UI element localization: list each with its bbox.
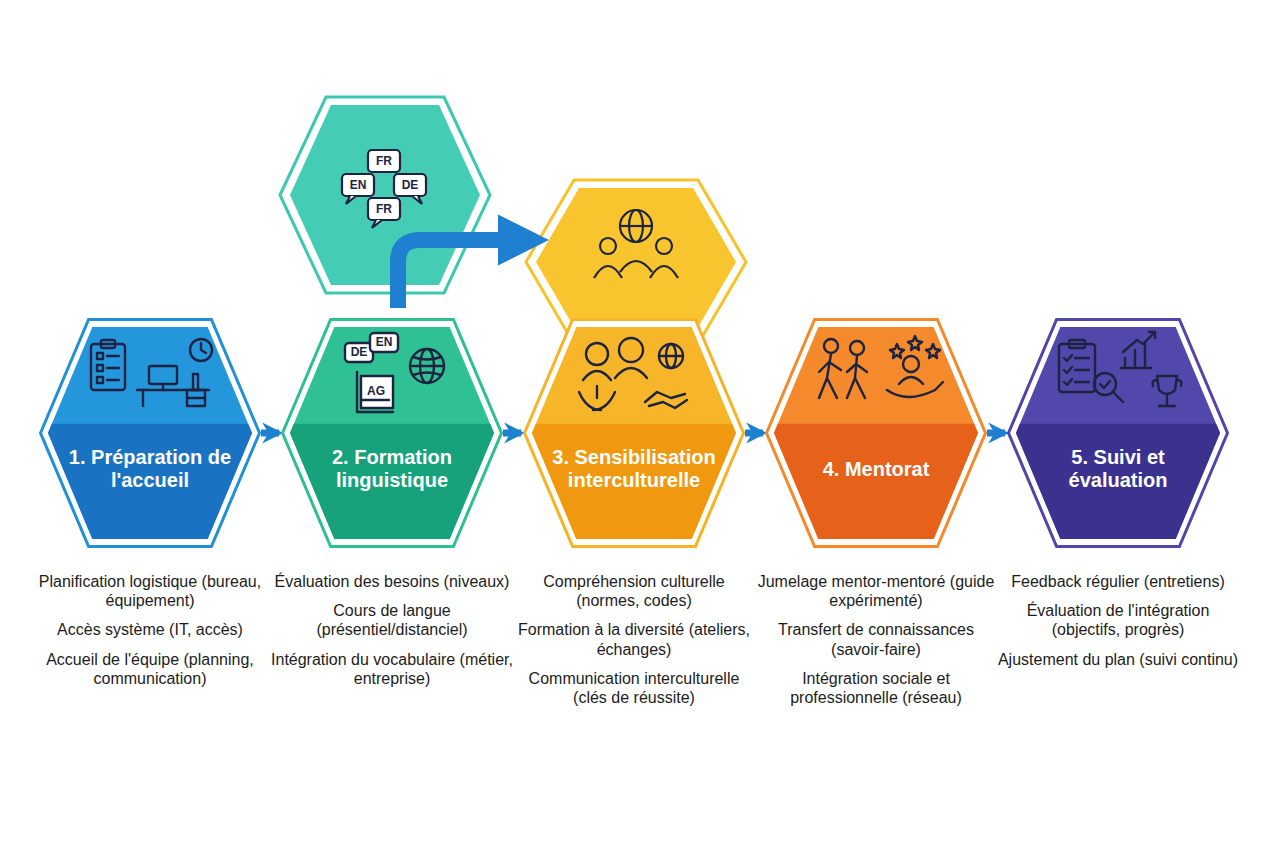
hexagon-outline (39, 318, 261, 548)
step-heading: 2. Formation linguistique (295, 446, 489, 492)
step-icon (1059, 332, 1182, 406)
step-details: Feedback régulier (entretiens) Évaluation… (995, 572, 1241, 679)
step-icon (91, 339, 212, 406)
step-details: Évaluation des besoins (niveaux) Cours de… (269, 572, 515, 698)
language-code: DE (351, 346, 368, 358)
language-code: FR (376, 203, 392, 215)
process-hexagon: 5. Suivi et évaluationFeedback régulier … (1007, 318, 1229, 548)
flow-chevron (503, 430, 521, 437)
step-heading: 1. Préparation de l'accueil (53, 446, 247, 492)
process-hexagon: 2. Formation linguistiqueÉvaluation des … (281, 318, 503, 548)
detail-item: Planification logistique (bureau, équipe… (27, 572, 273, 610)
hexagon-outline (1007, 318, 1229, 548)
hexagon-outline (523, 318, 745, 548)
flow-chevron (745, 430, 763, 437)
process-hexagon: 1. Préparation de l'accueilPlanification… (39, 318, 261, 548)
hexagon-outline (765, 318, 987, 548)
language-code: EN (350, 179, 367, 191)
language-code: FR (376, 155, 392, 167)
step-icon (819, 336, 943, 398)
step-heading: 3. Sensibilisation interculturelle (537, 446, 731, 492)
detail-item: Transfert de connaissances (savoir-faire… (753, 620, 999, 658)
detail-item: Ajustement du plan (suivi continu) (995, 650, 1241, 669)
step-details: Jumelage mentor-mentoré (guide expérimen… (753, 572, 999, 717)
detail-item: Jumelage mentor-mentoré (guide expérimen… (753, 572, 999, 610)
hexagon-outline (281, 318, 503, 548)
detail-item: Intégration du vocabulaire (métier, entr… (269, 650, 515, 688)
step-icon (579, 338, 687, 410)
step-icon (345, 333, 444, 412)
detail-item: Intégration sociale et professionnelle (… (753, 669, 999, 707)
language-code: EN (376, 336, 393, 348)
process-hexagon: 3. Sensibilisation interculturelleCompré… (523, 318, 745, 548)
step-details: Planification logistique (bureau, équipe… (27, 572, 273, 698)
language-code: DE (402, 179, 419, 191)
detail-item: Accueil de l'équipe (planning, communica… (27, 650, 273, 688)
detail-item: Cours de langue (présentiel/distanciel) (269, 601, 515, 639)
language-hexagon (280, 97, 490, 293)
language-code: AG (367, 385, 385, 397)
process-hexagon: 4. MentoratJumelage mentor-mentoré (guid… (765, 318, 987, 548)
flow-chevron (987, 430, 1005, 437)
detail-item: Communication interculturelle (clés de r… (511, 669, 757, 707)
detail-item: Accès système (IT, accès) (27, 620, 273, 639)
step-heading: 5. Suivi et évaluation (1021, 446, 1215, 492)
transition-arrow (398, 240, 508, 308)
detail-item: Évaluation de l'intégration (objectifs, … (995, 601, 1241, 639)
step-heading: 4. Mentorat (779, 458, 973, 481)
flow-chevron (261, 430, 279, 437)
detail-item: Feedback régulier (entretiens) (995, 572, 1241, 591)
detail-item: Évaluation des besoins (niveaux) (269, 572, 515, 591)
detail-item: Formation à la diversité (ateliers, écha… (511, 620, 757, 658)
step-details: Compréhension culturelle (normes, codes)… (511, 572, 757, 717)
detail-item: Compréhension culturelle (normes, codes) (511, 572, 757, 610)
